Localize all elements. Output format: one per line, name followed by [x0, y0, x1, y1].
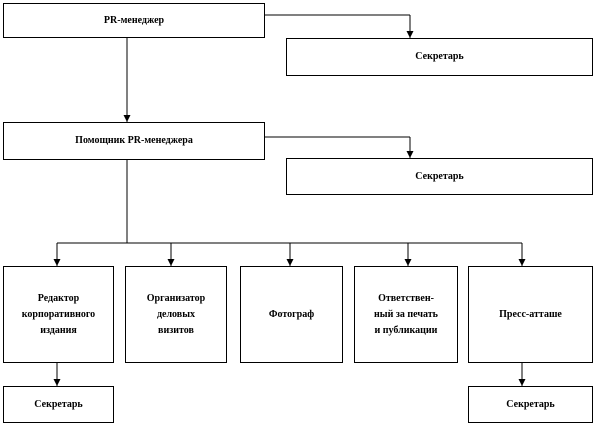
secretary-editor-box: Секретарь: [3, 386, 114, 423]
secretary-top-box: Секретарь: [286, 38, 593, 76]
photographer-box: Фотограф: [240, 266, 343, 363]
print-responsible-box: Ответствен- ный за печать и публикации: [354, 266, 458, 363]
editor-box: Редактор корпоративного издания: [3, 266, 114, 363]
pr-manager-box: PR-менеджер: [3, 3, 265, 38]
assistant-box: Помощник PR-менеджера: [3, 122, 265, 160]
secretary-press-box: Секретарь: [468, 386, 593, 423]
organizer-box: Организатор деловых визитов: [125, 266, 227, 363]
secretary-mid-box: Секретарь: [286, 158, 593, 195]
press-attache-box: Пресс-атташе: [468, 266, 593, 363]
